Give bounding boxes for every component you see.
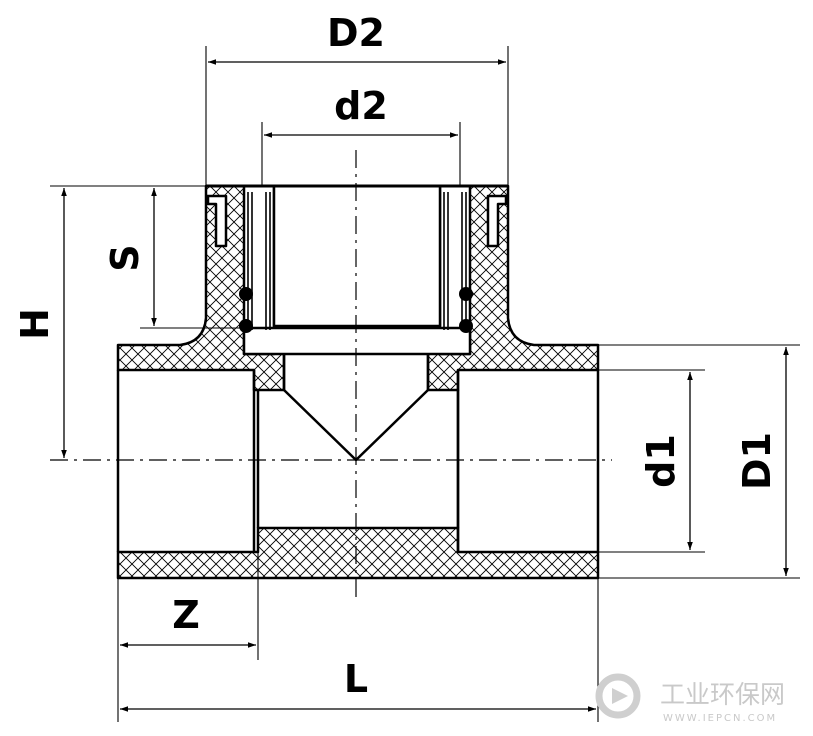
wall-bottom: [116, 526, 600, 580]
insert-slot-left: [206, 194, 228, 248]
thread-lines: [247, 192, 467, 330]
body-outline: [116, 354, 600, 552]
watermark-name: 工业环保网: [660, 680, 785, 709]
watermark: 工业环保网 WWW.IEPCN.COM: [595, 673, 785, 724]
watermark-logo-arrow-icon: [612, 688, 628, 704]
o-ring: [239, 319, 253, 333]
label-d2: d2: [334, 84, 388, 128]
o-ring: [459, 319, 473, 333]
insert-slot-right: [486, 194, 508, 248]
o-rings: [239, 287, 473, 333]
o-ring: [239, 287, 253, 301]
transition-ring: [242, 326, 472, 356]
label-L: L: [344, 657, 368, 701]
dimension-lines: [61, 59, 789, 712]
branch-bore: [272, 184, 442, 328]
label-d1: d1: [639, 434, 683, 488]
center-lines: [50, 150, 612, 600]
label-D2: D2: [327, 11, 385, 55]
label-D1: D1: [735, 432, 779, 490]
o-ring: [459, 287, 473, 301]
watermark-url: WWW.IEPCN.COM: [663, 713, 777, 724]
watermark-logo-icon: [595, 673, 641, 719]
label-S: S: [103, 244, 147, 271]
extension-lines: [50, 46, 800, 722]
label-Z: Z: [172, 593, 200, 637]
label-H: H: [13, 308, 57, 340]
